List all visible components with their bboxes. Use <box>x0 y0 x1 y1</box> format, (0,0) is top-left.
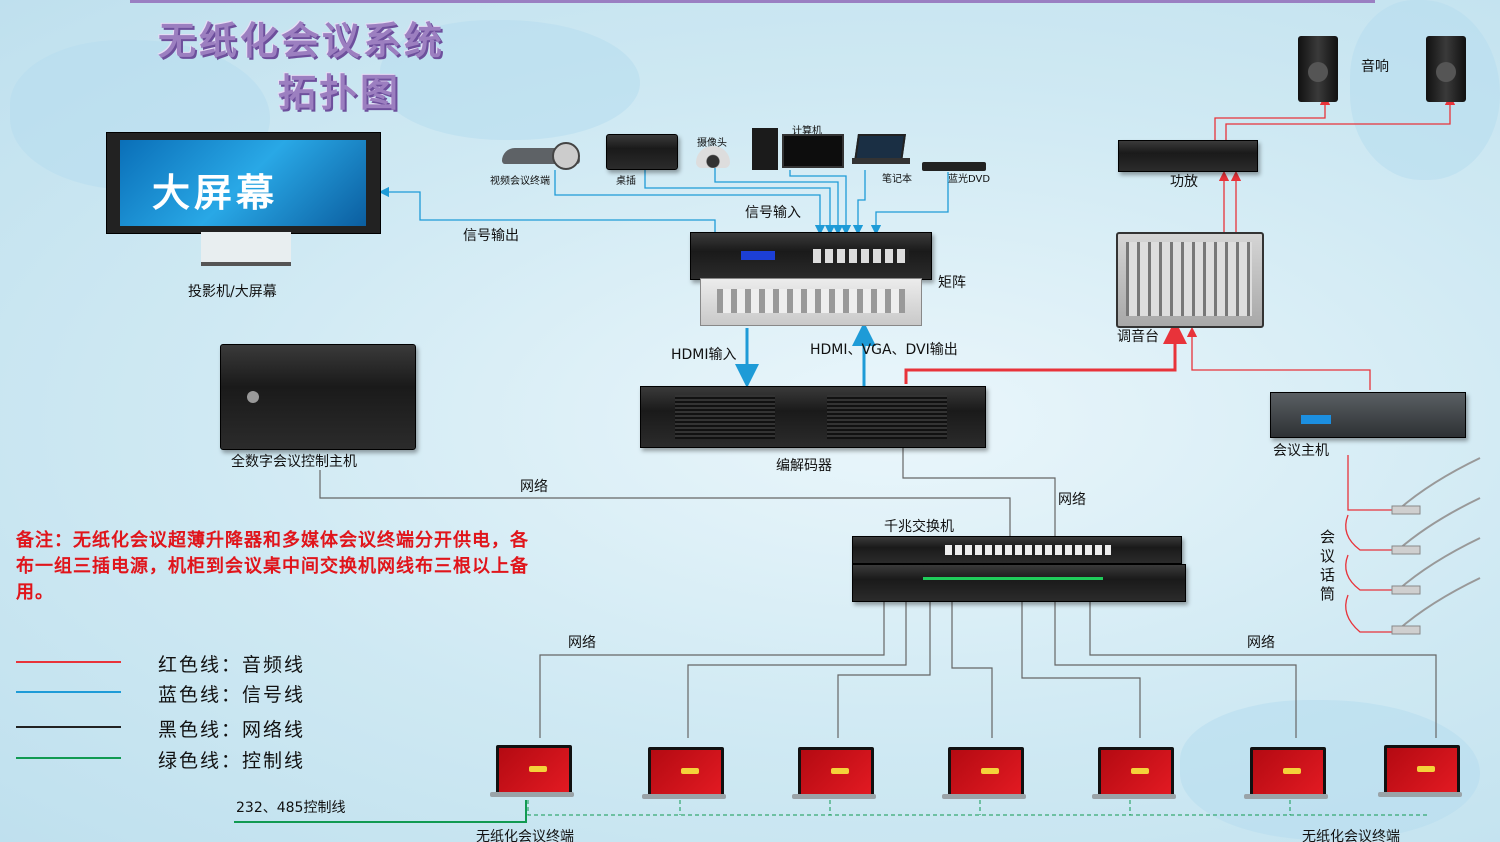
speaker-label: 音响 <box>1361 59 1389 75</box>
terminal-label-right: 无纸化会议终端 <box>1302 829 1400 842</box>
video-conf-label: 视频会议终端 <box>490 176 550 187</box>
laptop-icon <box>852 134 910 166</box>
screen-text: 大屏幕 <box>152 171 279 215</box>
map-background <box>1350 0 1500 180</box>
microphone-icon <box>1397 537 1481 591</box>
network-switch-2-icon <box>852 564 1186 602</box>
paperless-terminal-icon <box>1092 747 1176 799</box>
bluray-label: 蓝光DVD <box>948 174 991 185</box>
paperless-terminal-icon <box>490 745 574 797</box>
amplifier-label: 功放 <box>1170 174 1198 190</box>
legend-network-text: 黑色线：网络线 <box>158 719 306 741</box>
computer-label: 计算机 <box>792 126 822 137</box>
conference-host-icon <box>1270 392 1466 438</box>
network-label-4: 网络 <box>1247 635 1275 651</box>
codec-label: 编解码器 <box>776 458 832 474</box>
legend-network: 黑色线：网络线 <box>16 715 356 741</box>
matrix-switcher-icon <box>690 232 932 280</box>
microphone-group <box>1391 457 1481 635</box>
mixer-icon <box>1116 232 1264 328</box>
mixer-label: 调音台 <box>1117 329 1159 345</box>
legend-control: 绿色线：控制线 <box>16 746 356 772</box>
camera-icon <box>696 146 730 168</box>
microphone-icon <box>1397 577 1481 631</box>
map-background <box>380 20 640 140</box>
paperless-terminal-icon <box>642 747 726 799</box>
paperless-terminal-icon <box>792 747 876 799</box>
microphone-icon <box>1397 457 1481 511</box>
switch-label: 千兆交换机 <box>884 519 954 535</box>
mic-label: 会议话筒 <box>1320 528 1336 603</box>
network-label-2: 网络 <box>1058 492 1086 508</box>
paperless-terminal-icon <box>1378 745 1462 797</box>
conf-host-label: 会议主机 <box>1273 443 1329 459</box>
laptop-label: 笔记本 <box>882 174 912 185</box>
matrix-back-panel <box>700 278 922 326</box>
video-conference-icon <box>502 138 582 170</box>
network-label-1: 网络 <box>520 479 548 495</box>
legend-control-line <box>16 757 121 759</box>
control-line-label: 232、485控制线 <box>236 800 346 816</box>
desk-socket-label: 桌插 <box>616 176 636 187</box>
speaker-icon <box>1298 36 1338 102</box>
microphone-icon <box>1397 497 1481 551</box>
projector-label: 投影机/大屏幕 <box>188 284 277 300</box>
legend-audio-line <box>16 661 121 663</box>
hdmi-in-label: HDMI输入 <box>671 347 737 363</box>
amplifier-icon <box>1118 140 1258 172</box>
paperless-terminal-icon <box>1244 747 1328 799</box>
network-switch-icon <box>852 536 1182 564</box>
camera-label: 摄像头 <box>697 138 727 149</box>
title-line2: 拓扑图 <box>278 70 402 115</box>
control-host-icon <box>220 344 416 450</box>
legend-signal-line <box>16 691 121 693</box>
bluray-player-icon <box>922 162 986 171</box>
hdmi-out-label: HDMI、VGA、DVI输出 <box>810 342 958 358</box>
remark-note: 备注：无纸化会议超薄升降器和多媒体会议终端分开供电，各布一组三插电源，机柜到会议… <box>16 530 529 603</box>
desk-socket-icon <box>606 134 678 170</box>
top-border <box>130 0 1375 3</box>
legend-control-text: 绿色线：控制线 <box>158 750 306 772</box>
network-label-3: 网络 <box>568 635 596 651</box>
signal-in-label: 信号输入 <box>745 205 801 221</box>
legend-signal: 蓝色线：信号线 <box>16 680 356 706</box>
legend-network-line <box>16 726 121 728</box>
legend-audio-text: 红色线：音频线 <box>158 654 306 676</box>
title-line1: 无纸化会议系统 <box>158 18 446 63</box>
computer-icon <box>752 128 844 170</box>
legend-signal-text: 蓝色线：信号线 <box>158 684 306 706</box>
control-host-label: 全数字会议控制主机 <box>231 454 357 470</box>
matrix-label: 矩阵 <box>938 275 966 291</box>
speaker-icon <box>1426 36 1466 102</box>
codec-icon <box>640 386 986 448</box>
paperless-terminal-icon <box>942 747 1026 799</box>
signal-out-label: 信号输出 <box>463 228 519 244</box>
terminal-label-left: 无纸化会议终端 <box>476 829 574 842</box>
legend-audio: 红色线：音频线 <box>16 650 356 676</box>
screen-icon: 大屏幕 <box>106 132 381 272</box>
